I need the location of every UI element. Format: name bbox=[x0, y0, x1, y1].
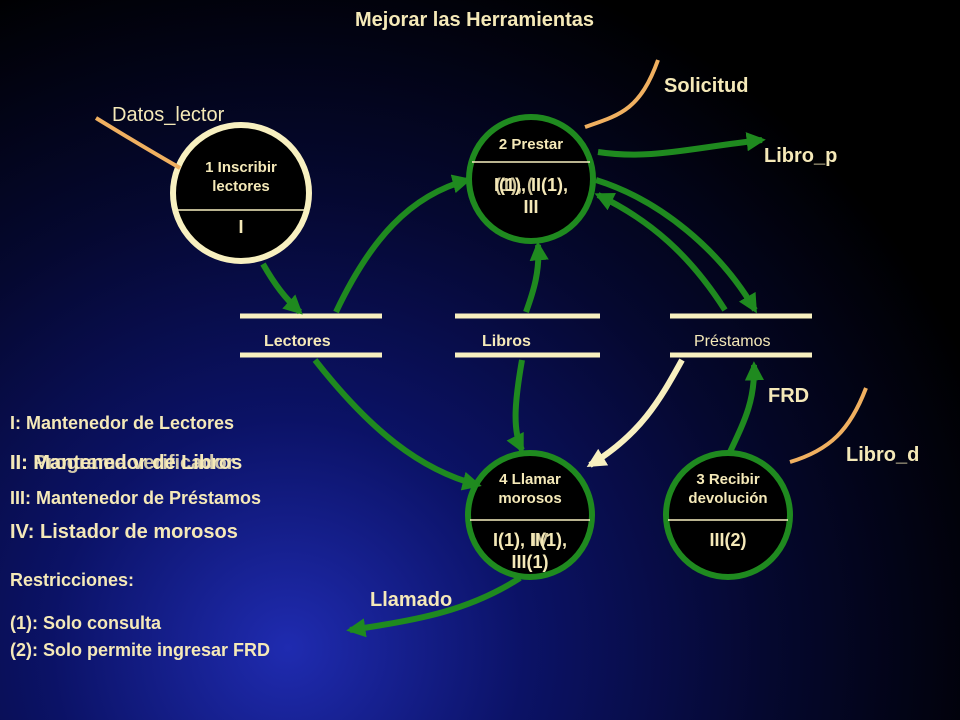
legend-item-2a: II: Mantenedor de Libros bbox=[10, 452, 243, 474]
flow-label-llamado: Llamado bbox=[370, 589, 453, 611]
store-lectores-label: Lectores bbox=[264, 333, 331, 350]
restrictions-header: Restricciones: bbox=[10, 570, 135, 590]
process-3-name-line2: devolución bbox=[688, 490, 768, 507]
legend-item-3: III: Mantenedor de Préstamos bbox=[10, 488, 262, 508]
legend-item-4: IV: Listador de morosos bbox=[10, 521, 238, 543]
flow-solicitud-line bbox=[584, 59, 660, 129]
flow-label-solicitud: Solicitud bbox=[664, 75, 749, 97]
flow-label-libro-d: Libro_d bbox=[846, 444, 920, 466]
process-2-code-overlay: (1), ( bbox=[495, 175, 533, 195]
restriction-2: (2): Solo permite ingresar FRD bbox=[10, 640, 271, 660]
flow-p1-to-lectores bbox=[260, 262, 303, 315]
flow-lectores-to-p4 bbox=[312, 358, 482, 491]
legend-item-1: I: Mantenedor de Lectores bbox=[10, 413, 235, 433]
flow-libros-to-p2 bbox=[523, 241, 549, 314]
store-libros-label: Libros bbox=[482, 333, 531, 350]
flow-label-datos-lector: Datos_lector bbox=[112, 104, 225, 126]
legend-item-2b: II: Programa verificador bbox=[10, 452, 235, 474]
process-1-label: 1 Inscribir lectores bbox=[181, 158, 301, 196]
process-4-name-line2: morosos bbox=[498, 490, 562, 507]
flow-prestamos-to-p2 bbox=[594, 192, 728, 312]
flow-datos-lector-line bbox=[94, 116, 181, 170]
process-3-circle bbox=[663, 450, 793, 580]
process-3-label: 3 Recibir devolución bbox=[668, 470, 788, 508]
flow-prestamos-to-p4 bbox=[586, 358, 685, 468]
flow-p2-to-libro-p bbox=[597, 132, 766, 158]
process-4-label: 4 Llamar morosos bbox=[470, 470, 590, 508]
process-4-circle bbox=[465, 450, 595, 580]
process-4-code-line2: III(1) bbox=[511, 552, 549, 572]
process-4-code-overlay: IV bbox=[531, 530, 549, 550]
process-1-code: I bbox=[238, 217, 244, 237]
flow-label-frd: FRD bbox=[768, 385, 810, 407]
flow-p3-to-prestamos bbox=[727, 361, 765, 454]
process-2-code-line1: I(1), II(1), bbox=[493, 175, 568, 195]
process-3-name-line1: 3 Recibir bbox=[696, 471, 760, 488]
flow-libro-d-line bbox=[789, 387, 868, 464]
store-lectores-bars bbox=[240, 313, 382, 358]
flow-p2-to-prestamos bbox=[595, 177, 758, 314]
process-2-code-line2: III bbox=[523, 197, 539, 217]
process-1-name-line2: lectores bbox=[212, 178, 270, 195]
process-2-name: 2 Prestar bbox=[498, 136, 564, 153]
store-libros-bars bbox=[455, 313, 600, 358]
store-prestamos-label: Préstamos bbox=[694, 333, 771, 350]
process-4-name-line1: 4 Llamar bbox=[499, 471, 561, 488]
restriction-1: (1): Solo consulta bbox=[10, 613, 162, 633]
process-3-code: III(2) bbox=[709, 530, 747, 550]
store-prestamos-bars bbox=[670, 313, 812, 358]
process-1-circle bbox=[170, 122, 312, 264]
diagram-title: Mejorar las Herramientas bbox=[355, 9, 595, 31]
flow-libros-to-p4 bbox=[506, 359, 525, 454]
flow-label-libro-p: Libro_p bbox=[764, 145, 838, 167]
process-4-code-line1: I(1), II(1), bbox=[492, 530, 567, 550]
flow-p4-to-llamado bbox=[346, 575, 522, 638]
process-1-name-line1: 1 Inscribir bbox=[205, 159, 277, 176]
flow-lectores-to-p2 bbox=[333, 174, 472, 314]
